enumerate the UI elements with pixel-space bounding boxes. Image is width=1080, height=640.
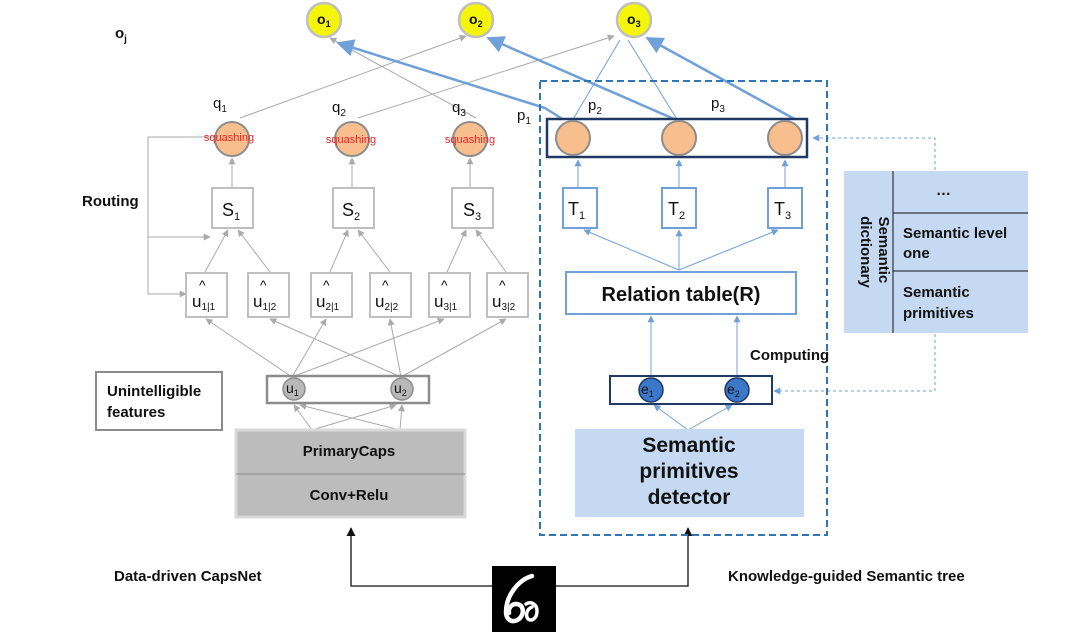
s3-box: [451, 187, 494, 229]
input-to-semtree: [556, 527, 693, 587]
primarycaps-label: PrimaryCaps: [303, 443, 396, 460]
p2-label: p2: [588, 97, 602, 117]
dictionary-level-one: Semantic level: [903, 225, 1007, 242]
routing-bracket: [147, 136, 230, 298]
svg-text:Semantic: Semantic: [642, 434, 736, 457]
svg-text:primitives: primitives: [639, 460, 738, 483]
svg-text:o3: o3: [627, 11, 641, 29]
relation-table-box: [565, 271, 797, 315]
svg-text:features: features: [107, 404, 165, 421]
svg-text:primitives: primitives: [903, 305, 974, 322]
relation-table-label: Relation table(R): [602, 284, 761, 306]
capsule-u1: [282, 377, 306, 401]
svg-text:^: ^: [199, 277, 206, 293]
squash-label-1: squashing: [204, 132, 254, 144]
p1-label: p1: [517, 107, 531, 127]
u-hat-3-1: ^ u3|1: [428, 272, 471, 318]
dictionary-primitives: Semantic: [903, 284, 970, 301]
squash-label-3: squashing: [445, 134, 495, 146]
svg-text:S3: S3: [463, 200, 481, 223]
capsule-u2: [390, 377, 414, 401]
capsule-q1: [214, 121, 250, 157]
squash-label-2: squashing: [326, 134, 376, 146]
svg-text:e1: e1: [641, 381, 654, 399]
svg-text:u2|1: u2|1: [316, 292, 340, 313]
routing-label: Routing: [82, 193, 139, 210]
computing-label: Computing: [750, 347, 829, 364]
svg-text:u3|2: u3|2: [492, 292, 516, 313]
semtree-caption: Knowledge-guided Semantic tree: [728, 568, 965, 585]
input-to-capsnet: [346, 527, 492, 587]
dictionary-ellipsis: …: [936, 182, 951, 199]
capsnet-caption: Data-driven CapsNet: [114, 568, 262, 585]
capsule-p1: [555, 120, 591, 156]
capsule-p3: [767, 120, 803, 156]
svg-text:detector: detector: [648, 486, 731, 509]
svg-text:S1: S1: [222, 200, 240, 223]
semantic-dictionary: Semantic dictionary … Semantic level one…: [844, 171, 1028, 333]
conv-label: Conv+Relu: [310, 487, 389, 504]
s2-box: [332, 187, 375, 229]
u-hat-1-2: ^ u1|2: [247, 272, 290, 318]
t1-box: [562, 187, 598, 229]
dictionary-title: Semantic dictionary: [857, 216, 892, 288]
svg-text:^: ^: [441, 277, 448, 293]
capsule-p2: [661, 120, 697, 156]
q1-label: q1: [213, 95, 227, 115]
svg-text:^: ^: [382, 277, 389, 293]
svg-text:u1|1: u1|1: [192, 292, 216, 313]
svg-text:u2|2: u2|2: [375, 292, 399, 313]
edge-p1-o1: [336, 39, 568, 124]
s1-box: [211, 187, 254, 229]
svg-text:^: ^: [499, 277, 506, 293]
output-layer: oj o1 o2 o3: [115, 1, 653, 45]
dictionary-panel: [844, 171, 1028, 333]
svg-text:S2: S2: [342, 200, 360, 223]
u-hat-2-2: ^ u2|2: [369, 272, 412, 318]
p3-label: p3: [711, 95, 725, 115]
svg-text:Unintelligible: Unintelligible: [107, 383, 201, 400]
svg-text:T1: T1: [568, 199, 585, 222]
u-hat-3-2: ^ u3|2: [486, 272, 529, 318]
svg-text:^: ^: [323, 277, 330, 293]
semantic-tree-frame: [539, 80, 828, 536]
output-node-o3: [615, 1, 653, 39]
edge-q1-o2: [239, 34, 467, 119]
unintelligible-features-box: [95, 371, 223, 431]
semantic-tree: p1 p2 p3 T1 T2 T3 Relation table(R) Comp…: [517, 80, 965, 585]
u-hat-1-1: ^ u1|1: [185, 272, 228, 318]
capsule-e1: [638, 377, 664, 403]
semantic-primitives-detector: [575, 429, 804, 517]
u-hat-2-1: ^ u2|1: [310, 272, 353, 318]
q2-label: q2: [332, 99, 346, 119]
output-node-o2: [457, 1, 495, 39]
capsnet: q1 q2 q3 squashing squashing squashing R…: [82, 95, 529, 585]
capsule-q3: [452, 121, 488, 157]
q3-label: q3: [452, 99, 466, 119]
svg-text:o2: o2: [469, 11, 483, 29]
oj-label: oj: [115, 25, 127, 45]
capsule-e2: [724, 377, 750, 403]
svg-text:T2: T2: [668, 199, 685, 222]
t3-box: [767, 187, 803, 229]
svg-text:u1: u1: [286, 380, 299, 398]
svg-text:T3: T3: [774, 199, 791, 222]
svg-text:one: one: [903, 245, 930, 262]
output-node-o1: [305, 1, 343, 39]
svg-text:u2: u2: [394, 380, 407, 398]
input-digit-image: [492, 566, 556, 632]
edge-p3-o3: [645, 36, 801, 124]
svg-text:e2: e2: [727, 381, 740, 399]
svg-text:o1: o1: [317, 11, 331, 29]
svg-text:^: ^: [260, 277, 267, 293]
capsule-q2: [334, 121, 370, 157]
t2-box: [661, 187, 697, 229]
svg-text:u3|1: u3|1: [434, 292, 458, 313]
edge-q2-o3: [357, 34, 615, 119]
svg-text:u1|2: u1|2: [253, 292, 277, 313]
